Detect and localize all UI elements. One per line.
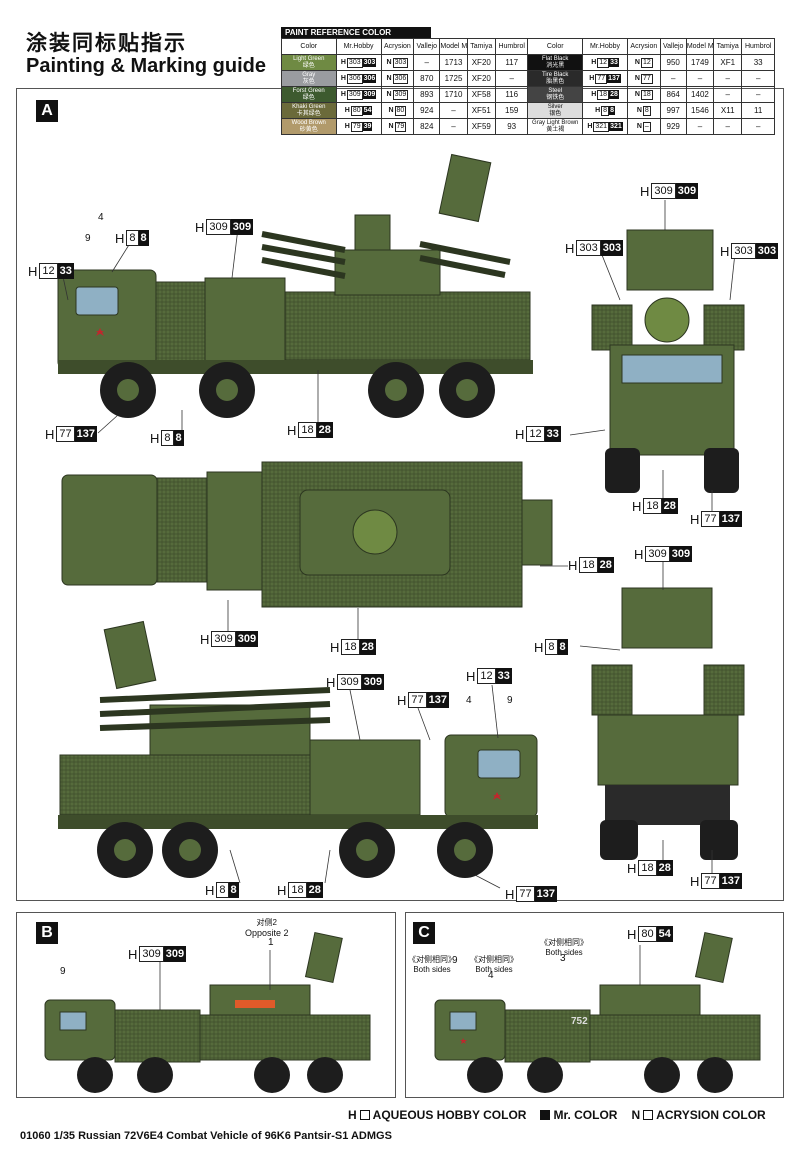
note-both-sides: 《对侧相同》Both sides [408, 955, 456, 974]
part-number-4: 4 [98, 212, 104, 223]
section-b-vehicle [44, 931, 371, 1093]
tactical-number: 752 [571, 1016, 588, 1027]
outline-box-icon [359, 1110, 370, 1120]
section-label-a: A [36, 100, 58, 122]
part-number-4: 4 [466, 695, 472, 706]
section-label-c: C [413, 922, 435, 944]
footer-product-line: 01060 1/35 Russian 72V6E4 Combat Vehicle… [20, 1130, 392, 1142]
paint-table-header: PAINT REFERENCE COLOR [281, 27, 431, 38]
back-view-vehicle [591, 587, 745, 860]
part-number-1: 1 [268, 937, 274, 948]
legend-mr-color: Mr. COLOR [540, 1108, 617, 1122]
part-number-9: 9 [452, 955, 458, 966]
filled-box-icon [540, 1110, 551, 1120]
top-view-vehicle [61, 461, 553, 608]
note-both-sides: 《对侧相同》Both sides [470, 955, 518, 974]
side-view-left-vehicle [57, 153, 533, 418]
note-both-sides: 《对侧相同》Both sides [540, 938, 588, 957]
part-number-9: 9 [85, 233, 91, 244]
title-english: Painting & Marking guide [26, 55, 267, 77]
part-number-9: 9 [507, 695, 513, 706]
part-number-3: 3 [560, 953, 566, 964]
part-number-4: 4 [488, 970, 494, 981]
outline-box-icon [643, 1110, 654, 1120]
front-view-vehicle [591, 229, 745, 493]
side-view-right-vehicle [58, 620, 538, 878]
part-number-9: 9 [60, 966, 66, 977]
section-c-vehicle [434, 931, 761, 1093]
title-chinese: 涂装同标贴指示 [26, 31, 187, 55]
leader-lines [61, 200, 736, 1010]
section-label-b: B [36, 922, 58, 944]
